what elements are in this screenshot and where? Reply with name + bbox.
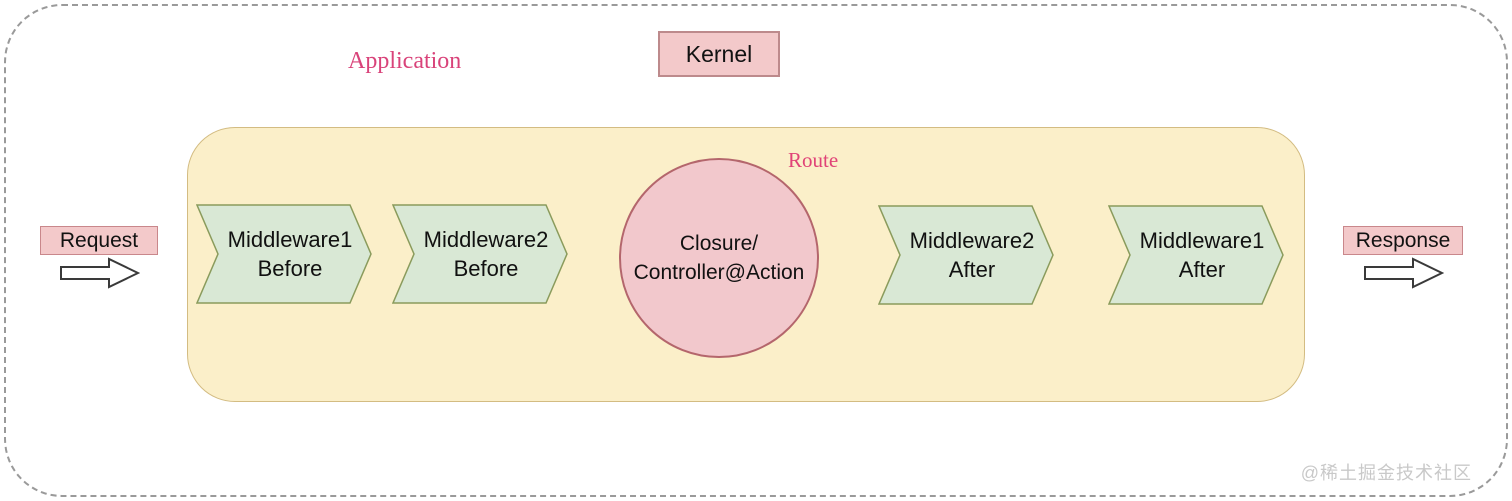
request-arrow-icon — [60, 257, 140, 289]
kernel-box: Kernel — [658, 31, 780, 77]
chevron-shape-icon — [196, 204, 372, 304]
chevron-label-line1: Middleware1 — [227, 226, 353, 252]
chevron-label-line2: Before — [453, 256, 519, 281]
chevron-label: Middleware1 After — [1130, 205, 1274, 305]
response-arrow-icon — [1364, 257, 1444, 289]
chevron-shape-icon — [878, 205, 1054, 305]
chevron-shape-icon — [1108, 205, 1284, 305]
chevron-label-line2: After — [948, 257, 996, 282]
chevron-label-line2: After — [1178, 257, 1226, 282]
closure-controller-circle: Closure/ Controller@Action — [619, 158, 819, 358]
chevron-label-line2: Before — [257, 256, 323, 281]
circle-label-line1: Closure/ — [679, 231, 759, 255]
dashed-outer-border — [4, 4, 1508, 497]
route-label: Route — [788, 148, 839, 172]
chevron-label: Middleware2 After — [900, 205, 1044, 305]
middleware1-after-chevron: Middleware1 After — [1108, 205, 1284, 305]
middleware2-after-chevron: Middleware2 After — [878, 205, 1054, 305]
response-box: Response — [1343, 226, 1463, 255]
chevron-shape-icon — [392, 204, 568, 304]
chevron-label-line1: Middleware2 — [909, 227, 1035, 253]
chevron-label-line1: Middleware1 — [1139, 227, 1265, 253]
chevron-label: Middleware2 Before — [414, 204, 558, 304]
middleware1-before-chevron: Middleware1 Before — [196, 204, 372, 304]
chevron-label-line1: Middleware2 — [423, 226, 549, 252]
application-label: Application — [348, 48, 462, 74]
circle-label-line2: Controller@Action — [633, 261, 805, 284]
chevron-label: Middleware1 Before — [218, 204, 362, 304]
middleware2-before-chevron: Middleware2 Before — [392, 204, 568, 304]
watermark-text: @稀土掘金技术社区 — [1300, 463, 1472, 483]
request-box: Request — [40, 226, 158, 255]
